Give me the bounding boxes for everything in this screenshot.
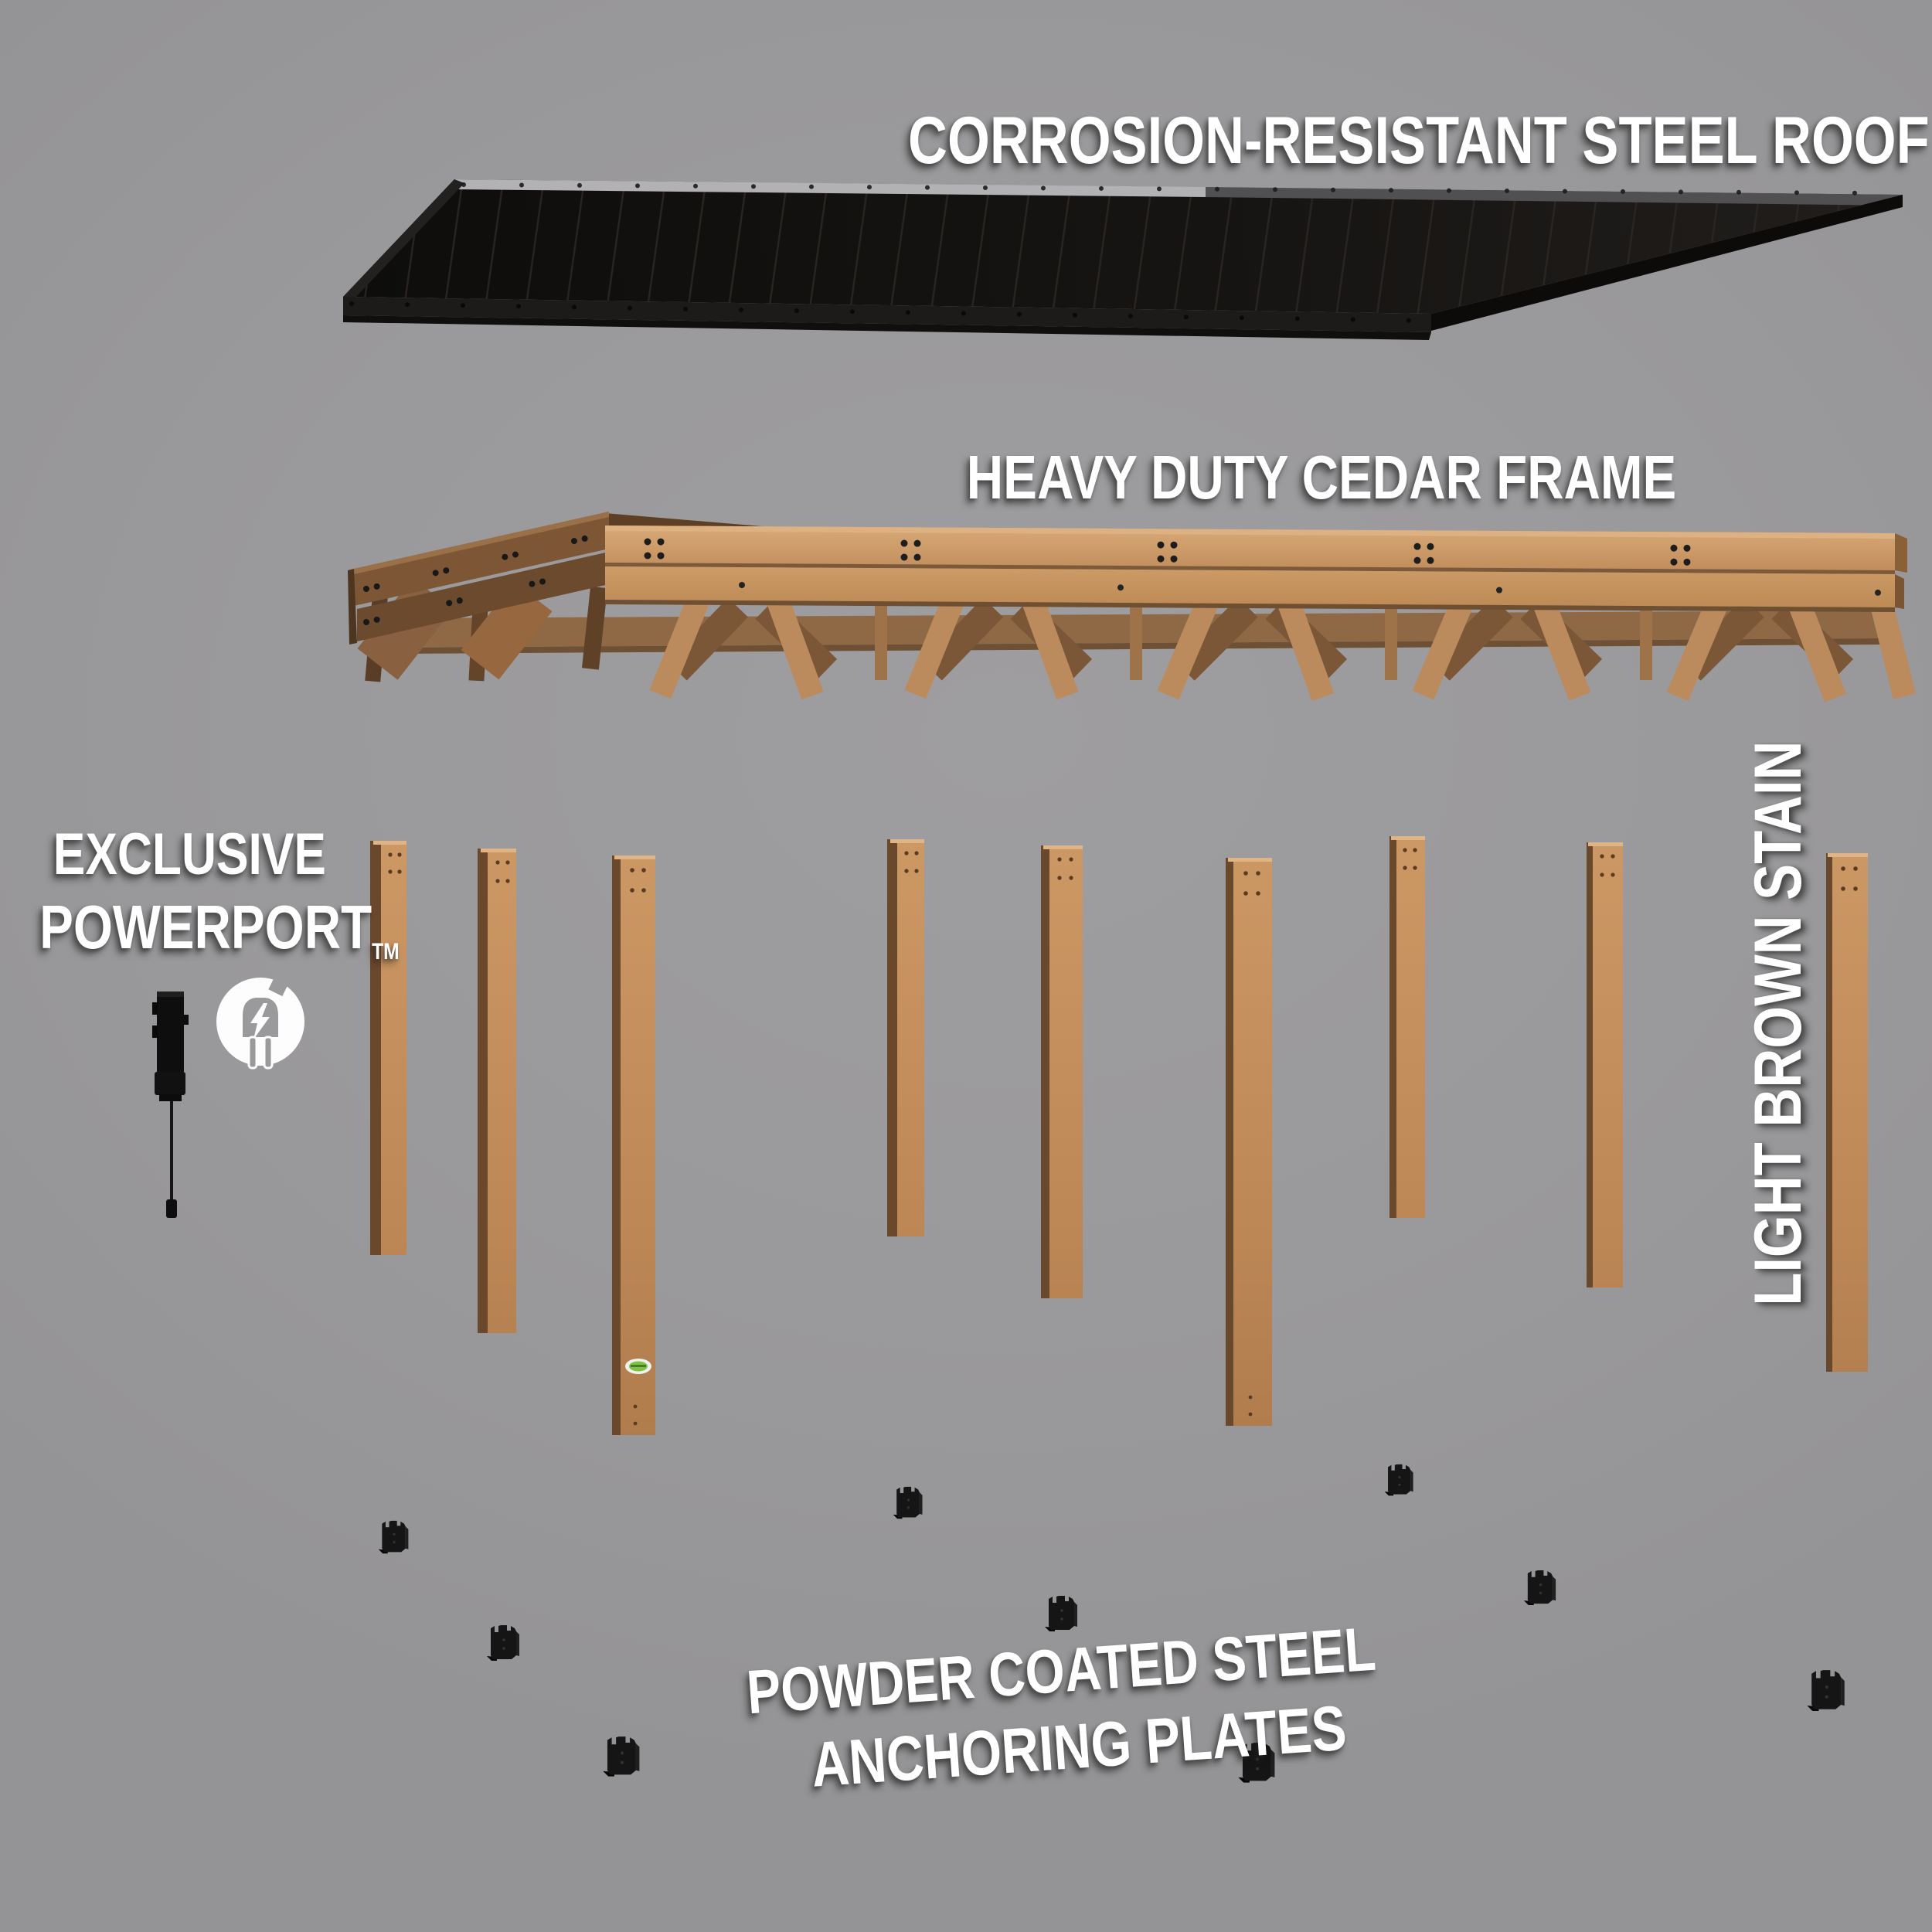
roof-front-fascia [343,297,1431,332]
left-side-beam [348,512,609,645]
anchor-plate [1807,1670,1845,1712]
wood-posts [370,836,1868,1435]
post-8 [1587,842,1623,1287]
post-4 [887,839,924,1236]
frame-label: HEAVY DUTY CEDAR FRAME [889,445,1677,509]
anchor-plate [1045,1596,1077,1631]
anchor-plate [1384,1464,1413,1496]
brand-badge [625,1359,651,1374]
front-header-beam [605,526,1907,612]
powerport-label-line1: EXCLUSIVE [53,821,326,887]
roof-label: CORROSION-RESISTANT STEEL ROOF [796,106,1930,175]
steel-roof [343,179,1903,340]
frame-label-text: HEAVY DUTY CEDAR FRAME [966,443,1677,512]
post-2 [478,849,516,1333]
post-9 [1826,853,1868,1372]
front-knee-braces [649,596,1917,702]
roof-back-edge-strip [454,179,1206,197]
cedar-frame [348,512,1917,702]
post-5 [1041,845,1083,1298]
powerport-device [152,992,189,1218]
roof-right-edge [1431,195,1903,331]
roof-left-edge [343,179,464,301]
anchor-plate [893,1486,923,1519]
anchor-plate [487,1625,519,1661]
post-6 [1226,858,1272,1426]
post-3 [612,855,655,1435]
anchor-plate [1523,1570,1556,1606]
roof-label-text: CORROSION-RESISTANT STEEL ROOF [908,104,1930,178]
anchor-plate [603,1736,640,1777]
anchor-plate [378,1520,409,1554]
post-7 [1389,836,1425,1218]
powerport-icon [216,972,304,1070]
stain-label-text: LIGHT BROWN STAIN [1741,740,1815,1306]
trademark-symbol: TM [372,939,400,964]
vertical-joist-legs [875,606,1652,680]
stain-label: LIGHT BROWN STAIN [1741,741,1818,1368]
post-1 [370,841,406,1255]
powerport-label-line2: POWERPORTTM [39,893,400,964]
